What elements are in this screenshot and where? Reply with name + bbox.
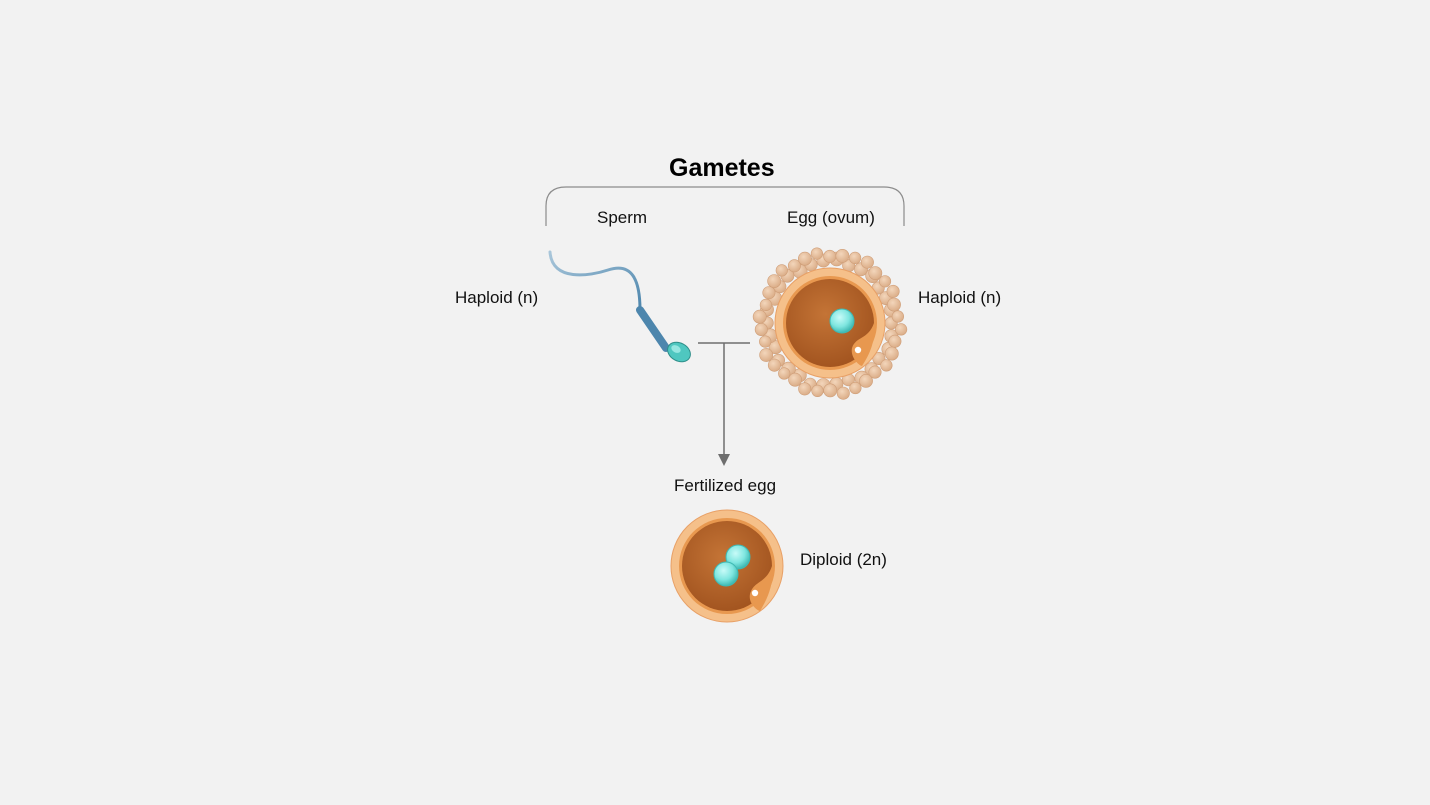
egg-nucleus xyxy=(829,308,855,334)
follicle-cell xyxy=(880,359,893,372)
follicle-cell xyxy=(887,297,901,312)
follicle-cell xyxy=(886,284,900,298)
follicle-cell xyxy=(762,286,776,300)
pronucleus-lower xyxy=(713,561,739,587)
follicle-cell xyxy=(868,266,883,280)
fertilized-egg-illustration xyxy=(670,509,784,623)
gametes-bracket xyxy=(545,186,905,226)
sperm-tail xyxy=(548,250,642,312)
follicle-cell xyxy=(860,255,874,269)
follicle-cell xyxy=(848,251,862,264)
fertilized-ploidy-label: Diploid (2n) xyxy=(800,550,887,569)
follicle-cell xyxy=(810,247,824,260)
follicle-cell xyxy=(849,381,862,395)
follicle-cell xyxy=(752,309,767,324)
follicle-cell xyxy=(884,346,899,361)
egg-polar-body xyxy=(854,346,862,354)
follicle-cell xyxy=(754,322,768,336)
sperm-illustration xyxy=(548,250,691,363)
follicle-cell xyxy=(894,323,908,336)
sperm-midpiece xyxy=(636,306,670,352)
follicle-cell xyxy=(823,249,837,263)
follicle-cell xyxy=(888,334,902,348)
follicle-cell xyxy=(868,365,882,379)
follicle-cell xyxy=(836,386,850,400)
egg-ploidy-label: Haploid (n) xyxy=(918,288,1002,307)
follicle-cell xyxy=(759,348,774,362)
fertilization-arrow xyxy=(698,342,750,466)
follicle-cell xyxy=(778,367,791,380)
follicle-cells xyxy=(752,247,908,400)
follicle-cell xyxy=(891,310,905,323)
follicle-cell xyxy=(767,358,781,372)
follicle-cell xyxy=(798,251,812,266)
follicle-cell xyxy=(759,335,772,348)
egg-illustration xyxy=(752,247,908,400)
sperm-label: Sperm xyxy=(597,208,648,227)
fertilized-polar-body xyxy=(751,589,759,597)
follicle-cell xyxy=(788,372,802,387)
follicle-cell xyxy=(759,298,773,312)
follicle-cell xyxy=(811,384,824,398)
follicle-cell xyxy=(878,275,892,288)
follicle-cell xyxy=(775,264,788,277)
egg-label: Egg (ovum) xyxy=(787,208,875,227)
follicle-cell xyxy=(835,248,850,263)
follicle-cell xyxy=(798,382,812,396)
follicle-cell xyxy=(823,383,838,398)
sperm-ploidy-label: Haploid (n) xyxy=(455,288,539,307)
fertilized-egg-label: Fertilized egg xyxy=(674,476,777,495)
follicle-cell xyxy=(787,259,801,273)
pronucleus-upper xyxy=(725,544,751,570)
follicle-cell xyxy=(767,274,782,288)
follicle-cell xyxy=(859,373,873,388)
diagram-title: Gametes xyxy=(669,154,775,182)
